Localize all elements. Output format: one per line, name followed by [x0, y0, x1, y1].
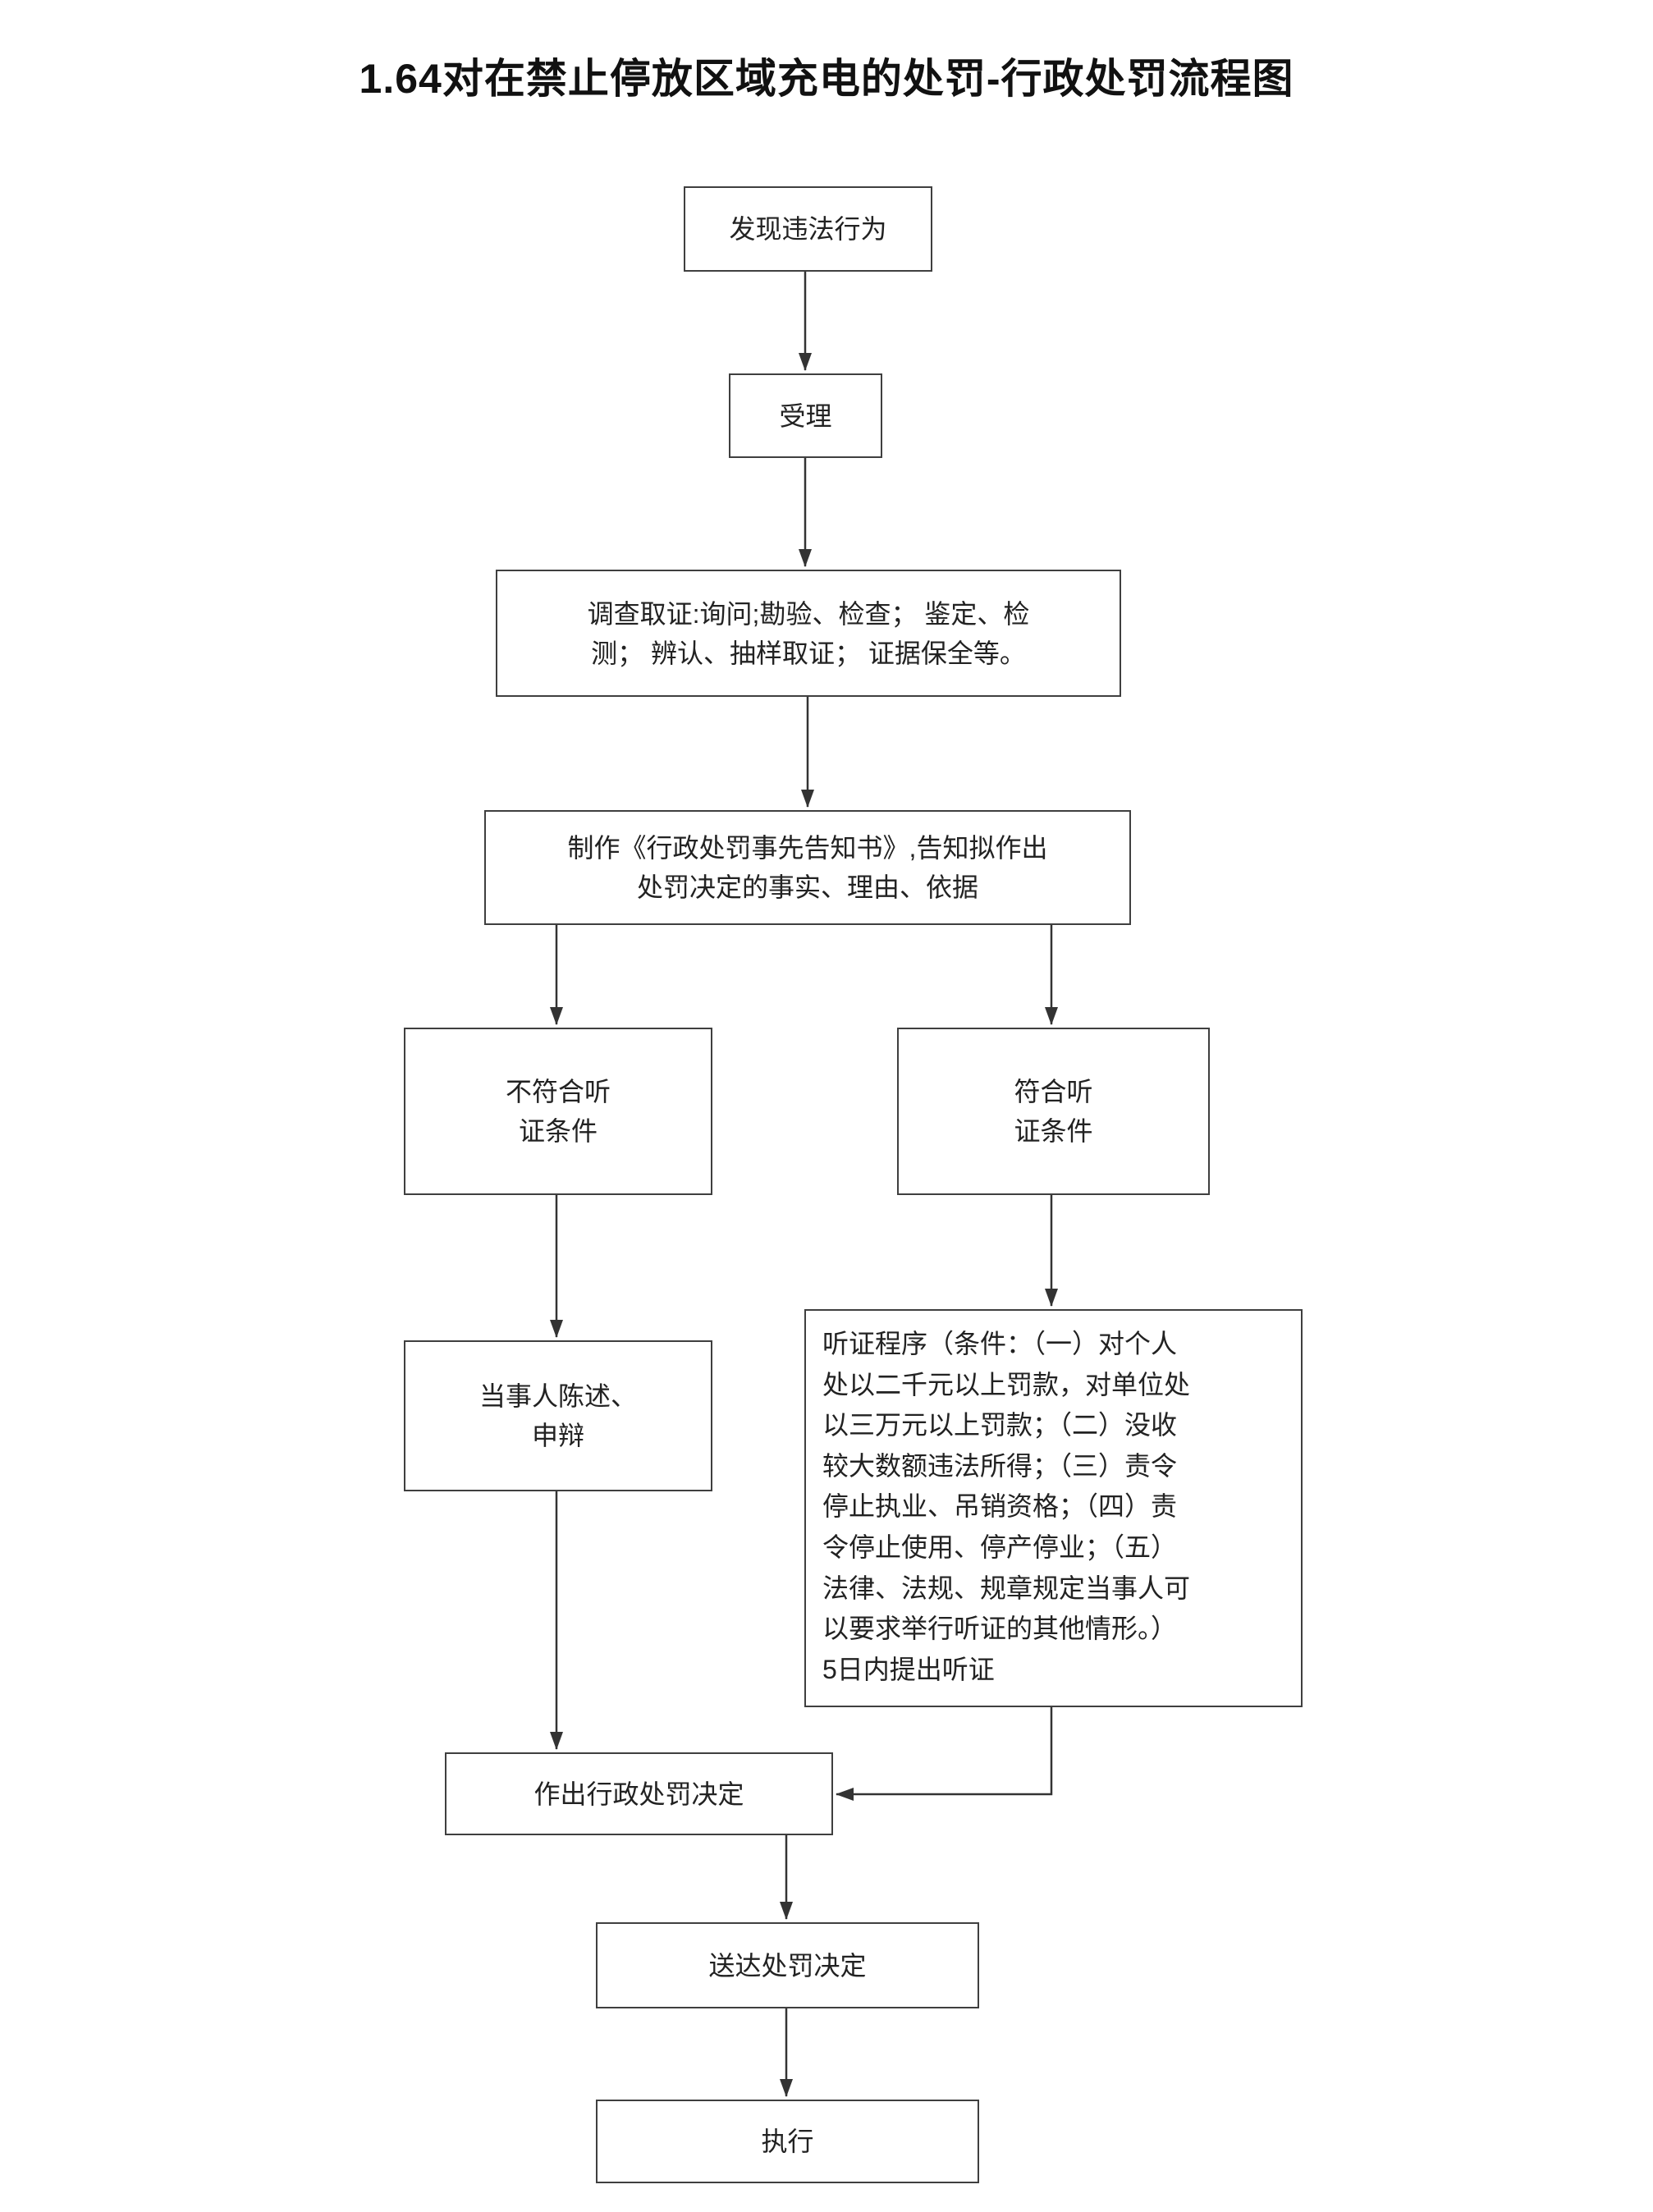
node-deliver-decision: 送达处罚决定 — [596, 1922, 979, 2008]
node-accept-case: 受理 — [729, 373, 882, 458]
node-party-statement: 当事人陈述、 申辩 — [404, 1340, 712, 1491]
node-advance-notice: 制作《行政处罚事先告知书》,告知拟作出 处罚决定的事实、理由、依据 — [484, 810, 1131, 925]
node-hearing-condition: 符合听 证条件 — [897, 1028, 1210, 1195]
node-discover-violation: 发现违法行为 — [684, 186, 932, 272]
node-penalty-decision: 作出行政处罚决定 — [445, 1752, 833, 1835]
node-no-hearing-condition: 不符合听 证条件 — [404, 1028, 712, 1195]
arrow-procedure-decision — [836, 1707, 1053, 1801]
page-title: 1.64对在禁止停放区域充电的处罚-行政处罚流程图 — [359, 56, 1294, 102]
node-execute: 执行 — [596, 2100, 979, 2183]
node-investigate-evidence: 调查取证:询问;勘验、检查； 鉴定、检 测； 辨认、抽样取证； 证据保全等。 — [496, 570, 1121, 697]
node-hearing-procedure: 听证程序（条件：（一）对个人 处以二千元以上罚款，对单位处 以三万元以上罚款；（… — [804, 1309, 1303, 1707]
